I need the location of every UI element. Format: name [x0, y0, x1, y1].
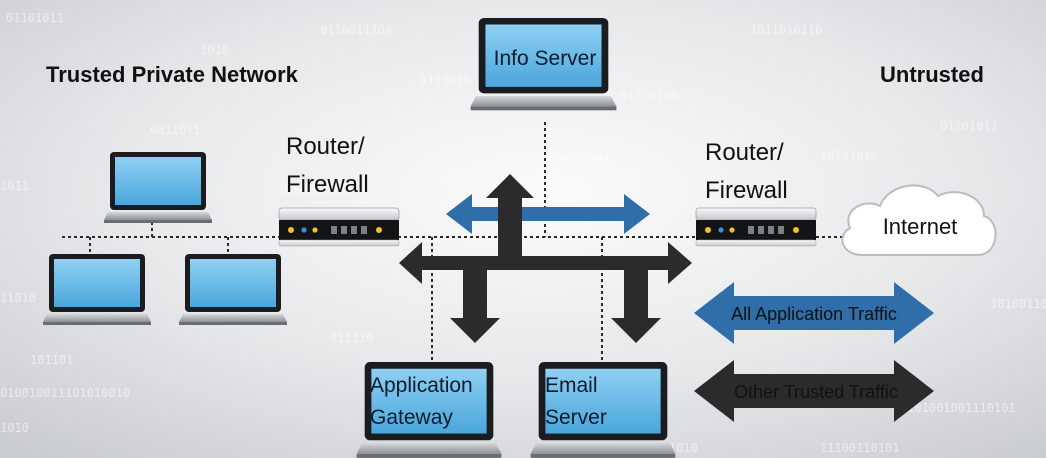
app-gateway-label-line1: Application	[370, 374, 473, 397]
email-server-label-line2: Server	[545, 406, 607, 429]
binary-string: 1111010	[420, 73, 471, 87]
email-server-label-line1: Email	[545, 374, 598, 397]
left-router-label-line2: Firewall	[286, 171, 369, 198]
binary-string: 1101001001110101	[900, 401, 1016, 415]
binary-string: 1011	[0, 179, 29, 193]
binary-texture: 01101011 1010 0110011100 1011010110 1111010 0…	[0, 11, 1046, 455]
client-laptop-left	[43, 254, 151, 325]
binary-string: 101101	[30, 353, 73, 367]
binary-string: 0011011	[150, 123, 201, 137]
binary-string: 1010	[200, 43, 229, 57]
trusted-network-label: Trusted Private Network	[46, 62, 299, 87]
other-trusted-traffic-label: Other Trusted Traffic	[734, 382, 898, 402]
right-router-label-line2: Firewall	[705, 177, 788, 204]
binary-string: 0110011100	[320, 23, 392, 37]
client-laptop-top	[104, 152, 212, 223]
right-router-label-line1: Router/	[705, 139, 784, 166]
internet-label: Internet	[883, 214, 958, 239]
binary-string: 0111011	[560, 153, 611, 167]
blue-double-arrow	[446, 194, 650, 234]
all-app-traffic-arrow	[694, 282, 934, 344]
binary-string: 11100110101	[820, 441, 899, 455]
internet-cloud	[841, 184, 997, 256]
right-router-device	[695, 207, 817, 247]
binary-string: 11010	[0, 291, 36, 305]
app-gateway-label-line2: Gateway	[370, 406, 453, 429]
all-app-traffic-label: All Application Traffic	[731, 304, 897, 324]
info-server-label: Info Server	[494, 47, 597, 70]
binary-string: 1011010110	[750, 23, 822, 37]
left-router-label-line1: Router/	[286, 133, 365, 160]
binary-string: 011110	[330, 331, 373, 345]
binary-string: 1010	[0, 421, 29, 435]
dark-traffic-arrows	[399, 174, 692, 343]
left-router-device	[278, 207, 400, 247]
binary-string: 0101010100	[280, 183, 352, 197]
binary-string: 10101010	[820, 149, 878, 163]
untrusted-label: Untrusted	[880, 62, 984, 87]
other-trusted-traffic-arrow	[694, 360, 934, 422]
binary-string: 010010011101010010	[0, 386, 130, 400]
binary-string: 01101011	[940, 119, 998, 133]
binary-string: 01110110	[620, 89, 678, 103]
client-laptop-right	[179, 254, 287, 325]
binary-string: 01101011	[6, 11, 64, 25]
